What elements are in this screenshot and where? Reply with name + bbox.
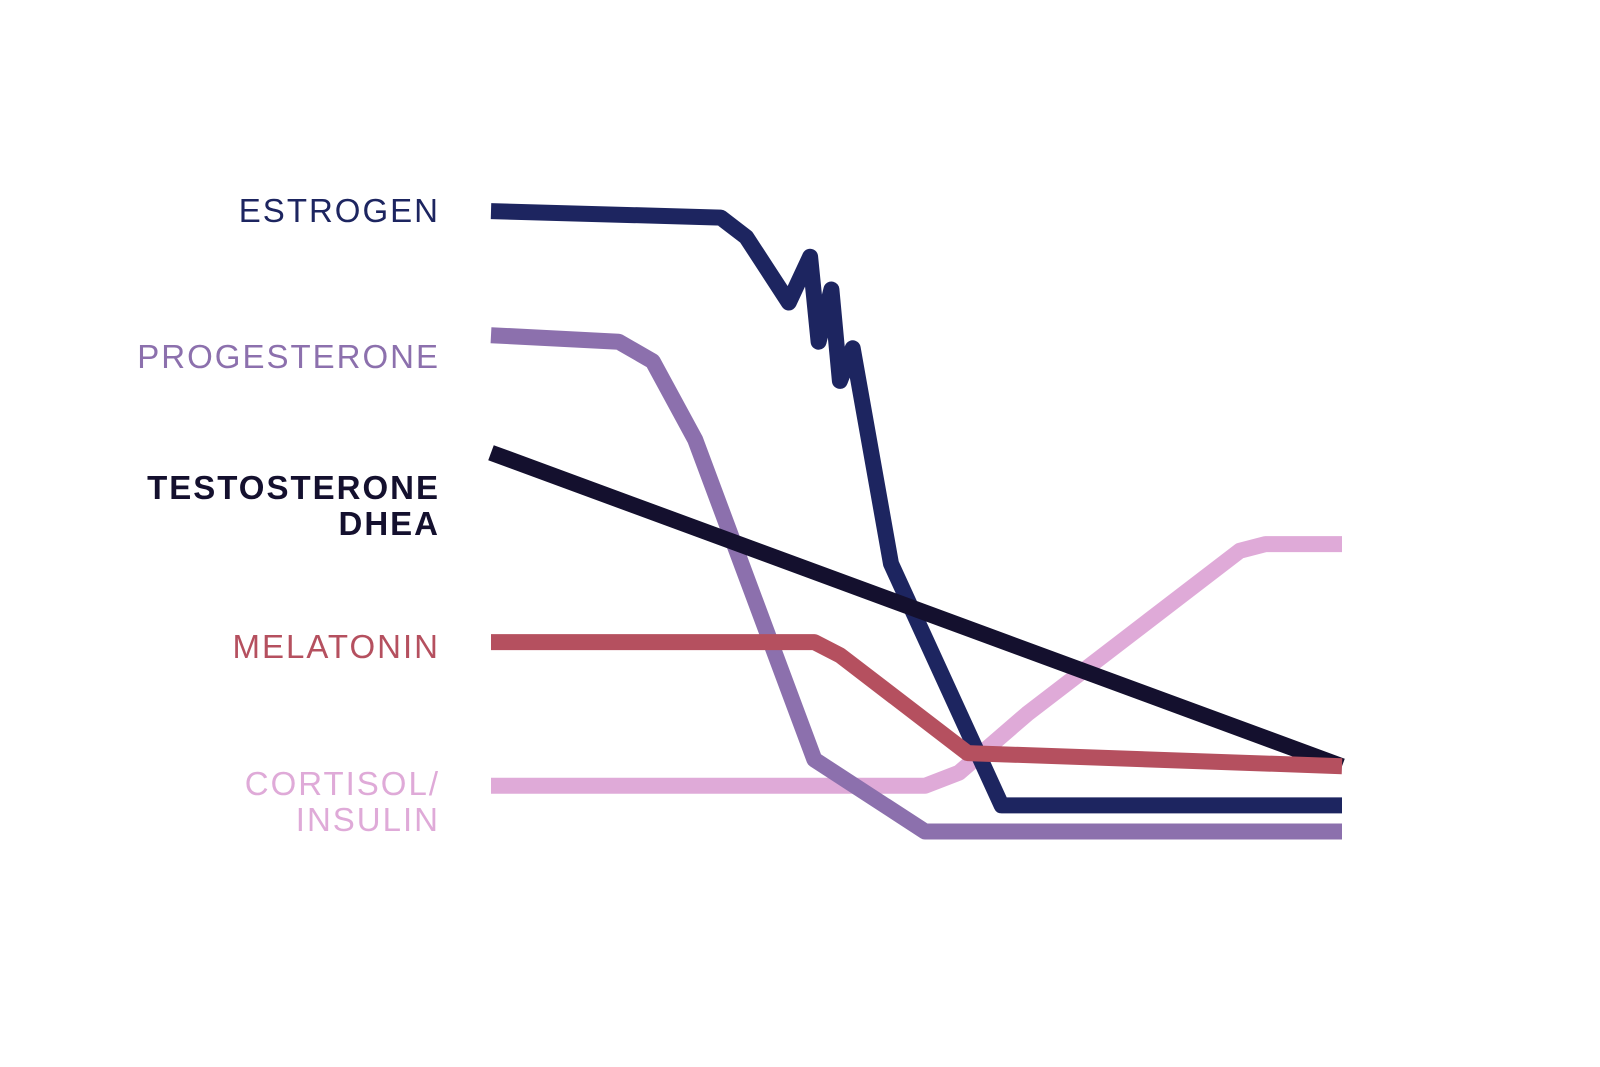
series-label-melatonin-line-1: MELATONIN [232,628,440,665]
series-label-cortisol-insulin: CORTISOL/ INSULIN [245,766,440,838]
series-label-estrogen-line-1: ESTROGEN [238,192,440,229]
series-label-progesterone-line-1: PROGESTERONE [137,338,440,375]
series-line-cortisol-insulin [491,536,1342,794]
series-label-melatonin: MELATONIN [233,629,440,665]
series-label-estrogen: ESTROGEN [239,193,440,229]
series-label-testosterone-dhea: TESTOSTERONE DHEA [147,470,440,542]
series-line-testosterone-dhea [488,445,1345,774]
series-label-insulin-line-2: INSULIN [295,801,440,838]
series-label-progesterone: PROGESTERONE [137,339,440,375]
series-label-cortisol-line-1: CORTISOL/ [244,765,440,802]
series-line-melatonin [491,634,1343,775]
series-label-dhea-line-2: DHEA [338,505,440,542]
series-label-testosterone-line-1: TESTOSTERONE [147,469,440,506]
series-line-progesterone [490,327,1342,840]
